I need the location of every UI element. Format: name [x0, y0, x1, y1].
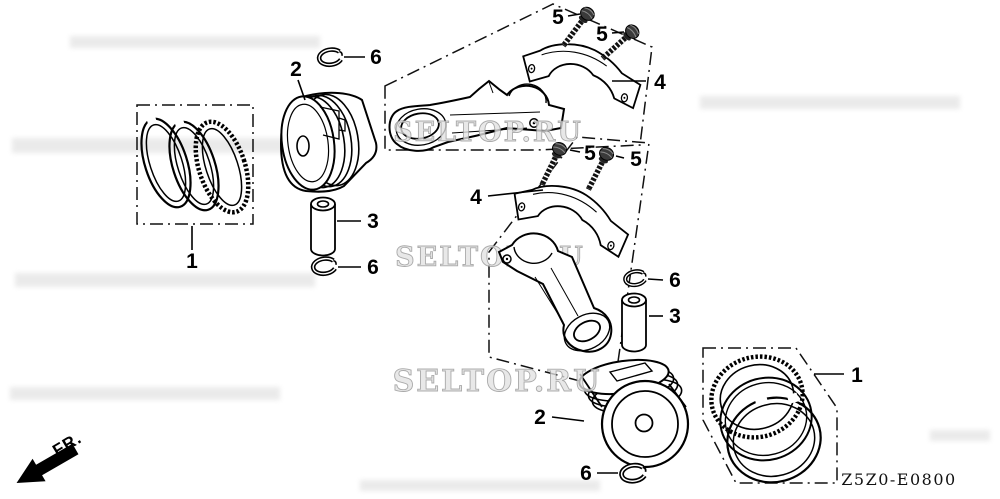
- connecting-rod-lower: [497, 232, 613, 353]
- grouping-boxes: [136, 3, 838, 484]
- compression-ring-2: [168, 117, 220, 212]
- callout-ring-set-left: 1: [186, 250, 198, 273]
- pin-clip-bottom-left: [312, 257, 337, 275]
- front-direction-arrow: FR.: [16, 428, 85, 483]
- callout-ring-set-right: 1: [851, 364, 863, 387]
- pin-clip-bottom-right: [621, 464, 647, 483]
- callout-piston-upper: 2: [290, 58, 302, 81]
- scan-noise: [10, 36, 990, 491]
- callout-bolt-2: 5: [596, 23, 608, 46]
- pin-boss-detail: [319, 106, 346, 140]
- callout-bolt-4: 5: [630, 148, 642, 171]
- callout-bolt-3: 5: [584, 142, 596, 165]
- leader-lines: [191, 13, 844, 474]
- compression-ring-1: [726, 392, 822, 484]
- piston-pin-right: [621, 292, 647, 353]
- piston-ring-set-left: [140, 114, 251, 215]
- piston-ring-set-right: [709, 354, 822, 484]
- ring-set-box-right: [702, 347, 838, 484]
- callout-bolt-1: 5: [552, 6, 564, 29]
- piston-lower: [578, 358, 690, 469]
- pin-clip-top-left: [318, 48, 343, 66]
- callout-rod-upper: 4: [654, 71, 666, 94]
- wrist-pin-hole: [296, 135, 310, 157]
- pin-clip-middle-right: [624, 270, 647, 287]
- ring-set-box-left: [136, 104, 254, 225]
- small-end-eye: [573, 319, 601, 343]
- callout-pin-right: 3: [669, 305, 681, 328]
- callout-pin-left: 3: [367, 210, 379, 233]
- piston-pin-left: [310, 196, 336, 257]
- oil-ring: [709, 354, 805, 440]
- callout-rod-lower: 4: [470, 186, 482, 209]
- compression-ring-1: [140, 114, 192, 209]
- big-end-saddle: [508, 83, 547, 104]
- connecting-rod-upper: [388, 79, 566, 152]
- rod-assembly-box-top: [384, 3, 653, 151]
- watermark-top: SELTOP.RU: [393, 117, 583, 148]
- watermark-bottom: SELTOP.RU: [393, 364, 602, 399]
- oil-ring: [193, 119, 251, 215]
- big-end-saddle: [513, 246, 553, 265]
- callout-clip-right: 6: [669, 269, 681, 292]
- piston-upper: [279, 91, 378, 193]
- callout-clip-top: 6: [370, 46, 382, 69]
- callout-clip-left: 6: [367, 256, 379, 279]
- small-end-eye: [400, 112, 440, 140]
- callout-clip-bottom: 6: [580, 462, 592, 485]
- diagram-code: Z5Z0-E0800: [841, 470, 956, 489]
- callout-piston-lower: 2: [534, 406, 546, 429]
- callouts: 1 2 6 3 6 5 5 4 5 5 4 2 6 6 3 1: [186, 6, 863, 485]
